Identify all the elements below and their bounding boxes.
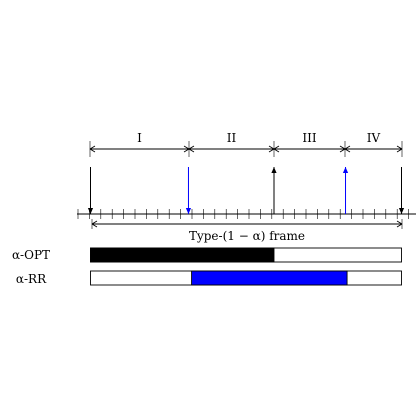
- phase-label-4: IV: [367, 131, 381, 145]
- phase-dimension-line: [89, 141, 403, 157]
- event-arrow-up: [271, 167, 277, 214]
- phase-label-1: I: [137, 131, 142, 145]
- row-label-opt: α-OPT: [12, 248, 50, 262]
- event-arrow-down: [87, 167, 94, 214]
- event-arrow-down: [185, 167, 192, 214]
- event-arrow-up: [342, 167, 349, 214]
- event-arrow-down: [398, 167, 405, 214]
- row-fill-opt: [90, 247, 275, 263]
- row-label-rr: α-RR: [16, 272, 47, 286]
- phase-label-3: III: [302, 131, 316, 145]
- frame-label: Type-(1 − α) frame: [189, 229, 305, 243]
- phase-label-2: II: [227, 131, 237, 145]
- row-fill-rr: [191, 270, 348, 286]
- event-arrows: [87, 167, 405, 214]
- timeline-ticks: [77, 209, 409, 219]
- frame-dimension-line: [91, 219, 403, 229]
